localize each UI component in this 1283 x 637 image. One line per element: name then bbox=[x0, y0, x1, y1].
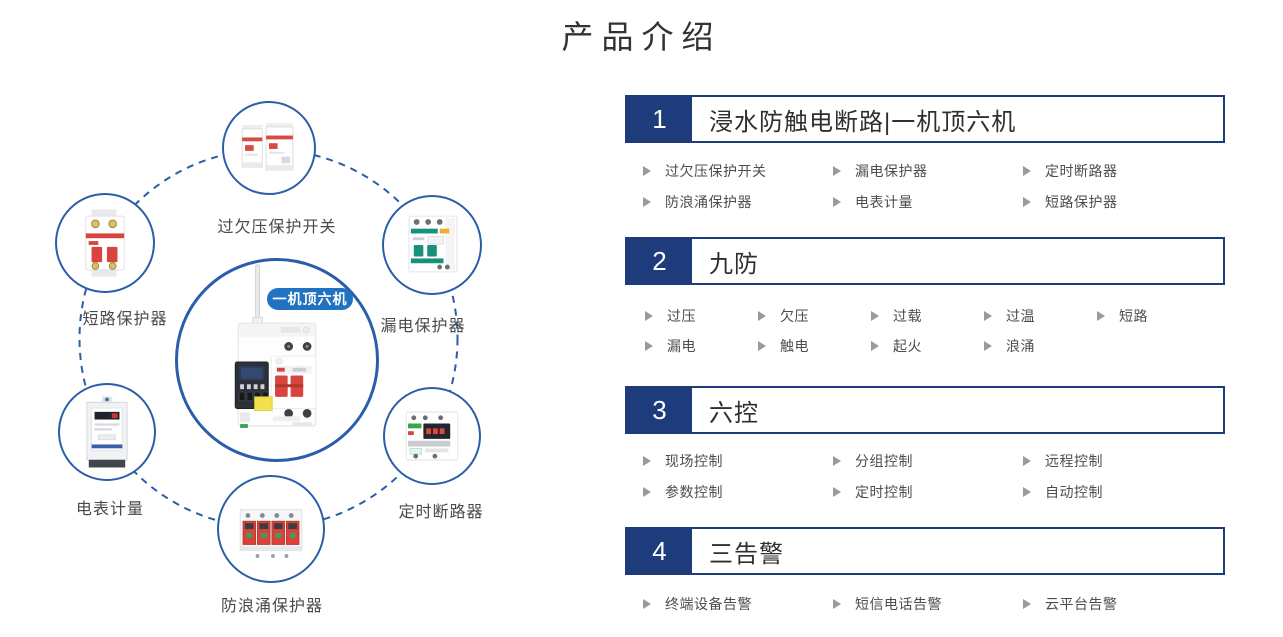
triangle-bullet-icon bbox=[833, 166, 841, 176]
feature-item: 远程控制 bbox=[1023, 453, 1103, 469]
feature-item: 分组控制 bbox=[833, 453, 913, 469]
feature-item: 触电 bbox=[758, 338, 809, 354]
feature-item: 终端设备告警 bbox=[643, 596, 752, 612]
feature-item: 过温 bbox=[984, 308, 1035, 324]
node-leakage-protector bbox=[382, 195, 482, 295]
section-4-number-badge: 4 bbox=[627, 529, 692, 573]
node-surge-protector bbox=[217, 475, 325, 583]
triangle-bullet-icon bbox=[833, 197, 841, 207]
page-title: 产品介绍 bbox=[561, 19, 722, 55]
triangle-bullet-icon bbox=[758, 341, 766, 351]
triangle-bullet-icon bbox=[643, 599, 651, 609]
section-3-header: 3 六控 bbox=[625, 386, 1225, 434]
label-surge-protector: 防浪涌保护器 bbox=[220, 598, 324, 615]
feature-item: 电表计量 bbox=[833, 194, 913, 210]
section-1: 1 浸水防触电断路|一机顶六机 过欠压保护开关 漏电保护器 定时断路器 防浪涌保… bbox=[625, 95, 1225, 225]
triangle-bullet-icon bbox=[833, 487, 841, 497]
section-4-title: 三告警 bbox=[709, 540, 784, 568]
node-energy-meter bbox=[58, 383, 156, 481]
section-3: 3 六控 现场控制 分组控制 远程控制 参数控制 定时控制 bbox=[625, 386, 1225, 511]
section-4-header: 4 三告警 bbox=[625, 527, 1225, 575]
timer-breaker-product-image bbox=[405, 411, 459, 461]
section-2-title: 九防 bbox=[709, 250, 759, 278]
leakage-protector-product-image bbox=[408, 215, 458, 273]
feature-item: 短路 bbox=[1097, 308, 1148, 324]
node-overvoltage-protector bbox=[222, 101, 316, 195]
center-badge: 一机顶六机 bbox=[267, 288, 353, 310]
label-short-circuit-protector: 短路保护器 bbox=[82, 311, 168, 328]
feature-item: 现场控制 bbox=[643, 453, 723, 469]
triangle-bullet-icon bbox=[643, 456, 651, 466]
triangle-bullet-icon bbox=[643, 197, 651, 207]
section-3-number-badge: 3 bbox=[627, 388, 692, 432]
feature-item: 漏电 bbox=[645, 338, 696, 354]
section-2-number-badge: 2 bbox=[627, 239, 692, 283]
section-2: 2 九防 过压 欠压 过载 过温 短路 bbox=[625, 237, 1225, 367]
feature-item: 起火 bbox=[871, 338, 922, 354]
energy-meter-product-image bbox=[86, 396, 128, 468]
feature-item: 自动控制 bbox=[1023, 484, 1103, 500]
triangle-bullet-icon bbox=[643, 487, 651, 497]
feature-item: 参数控制 bbox=[643, 484, 723, 500]
triangle-bullet-icon bbox=[758, 311, 766, 321]
section-1-number-badge: 1 bbox=[627, 97, 692, 141]
label-energy-meter: 电表计量 bbox=[75, 501, 145, 518]
feature-item: 过欠压保护开关 bbox=[643, 163, 767, 179]
feature-item: 云平台告警 bbox=[1023, 596, 1118, 612]
node-timer-breaker bbox=[383, 387, 481, 485]
triangle-bullet-icon bbox=[1023, 599, 1031, 609]
triangle-bullet-icon bbox=[984, 311, 992, 321]
label-overvoltage-protector: 过欠压保护开关 bbox=[217, 219, 337, 236]
triangle-bullet-icon bbox=[1023, 487, 1031, 497]
feature-item: 浪涌 bbox=[984, 338, 1035, 354]
feature-item: 定时控制 bbox=[833, 484, 913, 500]
feature-item: 定时断路器 bbox=[1023, 163, 1118, 179]
triangle-bullet-icon bbox=[645, 311, 653, 321]
section-3-title: 六控 bbox=[709, 399, 759, 427]
feature-item: 过压 bbox=[645, 308, 696, 324]
feature-item: 短路保护器 bbox=[1023, 194, 1118, 210]
triangle-bullet-icon bbox=[1023, 197, 1031, 207]
triangle-bullet-icon bbox=[871, 311, 879, 321]
smart-breaker-product-image bbox=[234, 264, 317, 428]
section-4: 4 三告警 终端设备告警 短信电话告警 云平台告警 bbox=[625, 527, 1225, 625]
product-features-panel: 1 浸水防触电断路|一机顶六机 过欠压保护开关 漏电保护器 定时断路器 防浪涌保… bbox=[625, 95, 1225, 625]
section-1-header: 1 浸水防触电断路|一机顶六机 bbox=[625, 95, 1225, 143]
label-timer-breaker: 定时断路器 bbox=[398, 504, 484, 521]
label-leakage-protector: 漏电保护器 bbox=[380, 318, 466, 335]
short-circuit-protector-product-image bbox=[85, 209, 125, 277]
feature-item: 过载 bbox=[871, 308, 922, 324]
feature-item: 短信电话告警 bbox=[833, 596, 942, 612]
feature-item: 防浪涌保护器 bbox=[643, 194, 752, 210]
triangle-bullet-icon bbox=[1023, 166, 1031, 176]
triangle-bullet-icon bbox=[871, 341, 879, 351]
triangle-bullet-icon bbox=[645, 341, 653, 351]
section-2-header: 2 九防 bbox=[625, 237, 1225, 285]
product-circle-diagram: 一机顶六机 过欠压保护开关 短路保护器 漏电保护器 电表计量 定时断路器 防浪涌… bbox=[0, 80, 560, 637]
triangle-bullet-icon bbox=[643, 166, 651, 176]
overvoltage-protector-product-image bbox=[241, 123, 294, 171]
section-1-title: 浸水防触电断路|一机顶六机 bbox=[709, 108, 1017, 136]
triangle-bullet-icon bbox=[833, 599, 841, 609]
triangle-bullet-icon bbox=[1097, 311, 1105, 321]
feature-item: 漏电保护器 bbox=[833, 163, 928, 179]
surge-protector-product-image bbox=[239, 509, 303, 558]
node-short-circuit-protector bbox=[55, 193, 155, 293]
triangle-bullet-icon bbox=[833, 456, 841, 466]
triangle-bullet-icon bbox=[984, 341, 992, 351]
feature-item: 欠压 bbox=[758, 308, 809, 324]
triangle-bullet-icon bbox=[1023, 456, 1031, 466]
